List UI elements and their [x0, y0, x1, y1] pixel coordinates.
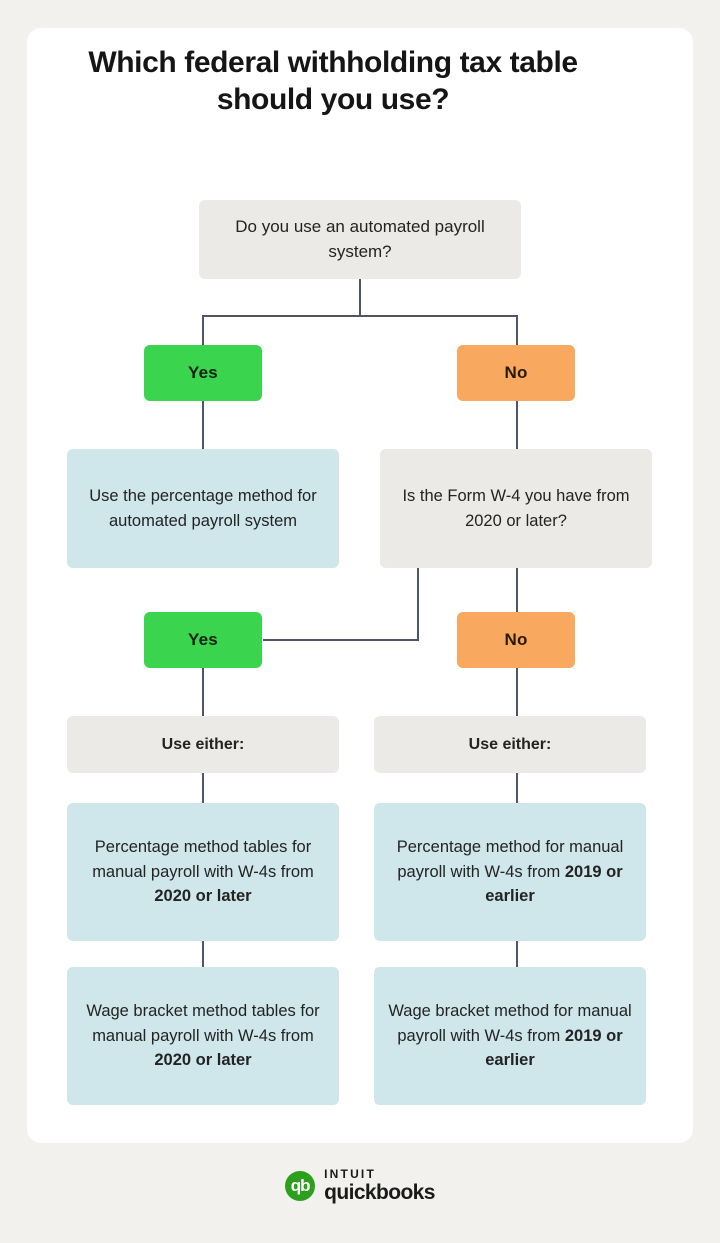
connector-w4-elbow-down	[417, 567, 419, 640]
connector-yes2-useeither	[202, 667, 204, 717]
root-question-text: Do you use an automated payroll system?	[235, 216, 485, 261]
branch-yes-2[interactable]: Yes	[144, 612, 262, 668]
left-use-either-text: Use either:	[161, 735, 245, 753]
w4-question-text: Is the Form W-4 you have from 2020 or la…	[402, 486, 630, 530]
branch-yes-1-label: Yes	[188, 363, 218, 382]
node-right-option-2[interactable]: Wage bracket method for manual payroll w…	[374, 967, 646, 1105]
node-left-option-2[interactable]: Wage bracket method tables for manual pa…	[67, 967, 339, 1105]
node-right-use-either[interactable]: Use either:	[374, 716, 646, 773]
logo-intuit-text: INTUIT	[324, 1167, 377, 1181]
branch-no-1-label: No	[504, 363, 528, 382]
connector-w4-no	[516, 567, 518, 617]
right-option-2-bold: 2019 or earlier	[485, 1026, 623, 1070]
node-right-option-1[interactable]: Percentage method for manual payroll wit…	[374, 803, 646, 941]
connector-root-down	[359, 278, 361, 317]
yes-result-text: Use the percentage method for automated …	[89, 486, 317, 530]
branch-yes-2-label: Yes	[188, 630, 218, 649]
right-option-1-bold: 2019 or earlier	[485, 862, 623, 906]
quickbooks-qb-icon: qb	[285, 1170, 316, 1201]
page-title: Which federal withholding tax table shou…	[88, 46, 578, 116]
connector-to-yes-1	[202, 315, 204, 346]
right-option-2-text: Wage bracket method for manual payroll w…	[384, 999, 636, 1073]
left-option-2-prefix: Wage bracket method tables for manual pa…	[86, 1001, 320, 1045]
right-option-2-prefix: Wage bracket method for manual payroll w…	[388, 1001, 632, 1045]
logo-wordmark: INTUIT quickbooks	[324, 1168, 435, 1203]
connector-right-useeither-opt1	[516, 772, 518, 804]
connector-to-no-1	[516, 315, 518, 346]
left-option-1-prefix: Percentage method tables for manual payr…	[92, 837, 314, 881]
node-root-question[interactable]: Do you use an automated payroll system?	[199, 200, 521, 279]
connector-root-split	[202, 315, 518, 317]
branch-yes-1[interactable]: Yes	[144, 345, 262, 401]
logo-quickbooks-text: quickbooks	[324, 1181, 435, 1204]
node-yes-result[interactable]: Use the percentage method for automated …	[67, 449, 339, 568]
left-option-2-text: Wage bracket method tables for manual pa…	[77, 999, 329, 1073]
branch-no-2-label: No	[504, 630, 528, 649]
connector-yes1-result	[202, 400, 204, 450]
connector-no2-useeither	[516, 667, 518, 717]
left-option-1-bold: 2020 or later	[154, 887, 252, 906]
node-left-use-either[interactable]: Use either:	[67, 716, 339, 773]
connector-left-opt1-opt2	[202, 940, 204, 968]
quickbooks-logo: qb INTUIT quickbooks	[0, 1168, 720, 1203]
left-option-2-bold: 2020 or later	[154, 1051, 252, 1070]
right-option-1-prefix: Percentage method for manual payroll wit…	[396, 837, 624, 881]
node-left-option-1[interactable]: Percentage method tables for manual payr…	[67, 803, 339, 941]
branch-no-1[interactable]: No	[457, 345, 575, 401]
node-w4-question[interactable]: Is the Form W-4 you have from 2020 or la…	[380, 449, 652, 568]
right-use-either-text: Use either:	[468, 735, 552, 753]
connector-no1-question	[516, 400, 518, 450]
connector-right-opt1-opt2	[516, 940, 518, 968]
connector-w4-elbow-left	[263, 639, 419, 641]
left-option-1-text: Percentage method tables for manual payr…	[77, 835, 329, 909]
right-option-1-text: Percentage method for manual payroll wit…	[384, 835, 636, 909]
branch-no-2[interactable]: No	[457, 612, 575, 668]
connector-left-useeither-opt1	[202, 772, 204, 804]
